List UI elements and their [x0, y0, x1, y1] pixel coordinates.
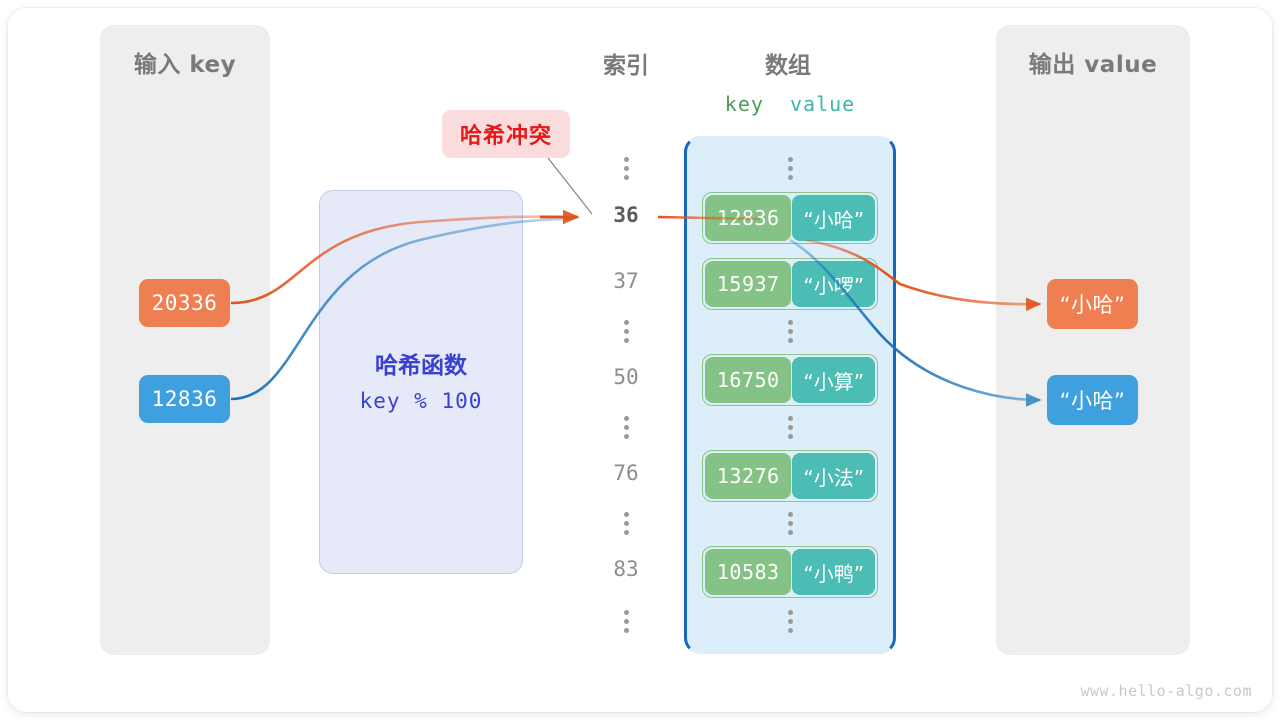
input-panel: 输入 key	[100, 25, 270, 655]
bucket-row: 10583“小鸭”	[702, 546, 878, 598]
output-value-0: “小哈”	[1047, 279, 1138, 329]
bucket-key: 12836	[705, 195, 792, 241]
array-ellipsis	[684, 512, 896, 535]
index-label-36: 36	[613, 203, 639, 227]
watermark: www.hello-algo.com	[1080, 682, 1252, 700]
bucket-value: “小啰”	[792, 261, 875, 307]
array-ellipsis	[684, 416, 896, 439]
bucket-value: “小法”	[792, 453, 875, 499]
index-ellipsis	[568, 610, 684, 633]
bucket-key: 15937	[705, 261, 792, 307]
array-ellipsis	[684, 157, 896, 180]
key-header-label: key	[724, 92, 764, 116]
output-value-1: “小哈”	[1047, 375, 1138, 425]
bucket-row: 15937“小啰”	[702, 258, 878, 310]
index-ellipsis	[568, 512, 684, 535]
hash-function-box: 哈希函数 key % 100	[319, 190, 523, 574]
key-value-header: key value	[684, 92, 896, 116]
bucket-key: 13276	[705, 453, 792, 499]
hash-function-formula: key % 100	[359, 389, 483, 413]
bucket-key: 10583	[705, 549, 792, 595]
bucket-key: 16750	[705, 357, 792, 403]
hash-collision-badge: 哈希冲突	[442, 110, 571, 158]
index-ellipsis	[568, 416, 684, 439]
output-panel-title: 输出 value	[1028, 52, 1158, 78]
input-key-0: 20336	[139, 279, 230, 327]
index-column-header: 索引	[603, 53, 649, 79]
array-column-header: 数组	[765, 53, 811, 79]
index-ellipsis	[568, 320, 684, 343]
array-ellipsis	[684, 610, 896, 633]
bucket-value: “小算”	[792, 357, 875, 403]
index-label-76: 76	[613, 461, 639, 485]
array-ellipsis	[684, 320, 896, 343]
input-key-1: 12836	[139, 375, 230, 423]
index-label-83: 83	[613, 557, 639, 581]
bucket-row: 13276“小法”	[702, 450, 878, 502]
bucket-row: 16750“小算”	[702, 354, 878, 406]
input-panel-title: 输入 key	[133, 52, 237, 78]
index-label-37: 37	[613, 269, 639, 293]
bucket-value: “小哈”	[792, 195, 875, 241]
value-header-label: value	[790, 92, 856, 116]
bucket-row: 12836“小哈”	[702, 192, 878, 244]
index-ellipsis	[568, 157, 684, 180]
bucket-value: “小鸭”	[792, 549, 875, 595]
hash-function-title: 哈希函数	[375, 353, 467, 379]
output-panel: 输出 value	[996, 25, 1190, 655]
index-label-50: 50	[613, 365, 639, 389]
